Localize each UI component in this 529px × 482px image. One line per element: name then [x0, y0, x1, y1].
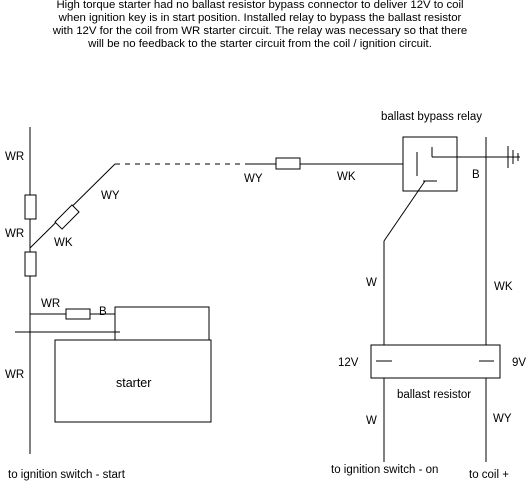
- label-12v: 12V: [338, 357, 359, 369]
- label-wr-to-starter: WR: [41, 298, 60, 310]
- label-ignition-start: to ignition switch - start: [8, 469, 126, 481]
- label-b-relay: B: [472, 169, 480, 181]
- label-ignition-on: to ignition switch - on: [331, 464, 438, 476]
- label-wk-horiz: WK: [337, 171, 356, 183]
- label-b-starter: B: [99, 306, 107, 318]
- label-w-upper: W: [366, 277, 377, 289]
- label-wr-bottom: WR: [5, 369, 24, 381]
- inline-fuse-wk: [54, 204, 80, 230]
- inline-fuse-wy: [275, 157, 301, 170]
- ballast-resistor: [370, 344, 501, 379]
- label-wy-lower: WY: [493, 413, 512, 425]
- relay-w-diagonal: [383, 180, 426, 242]
- ballast-bypass-relay: [402, 136, 458, 192]
- label-relay-title: ballast bypass relay: [381, 111, 482, 123]
- inline-fuse-lower: [24, 251, 37, 277]
- inline-fuse-starter: [65, 308, 91, 320]
- label-coil-positive: to coil +: [469, 469, 509, 481]
- label-wk-right: WK: [494, 281, 513, 293]
- description-line-4: will be no feedback to the starter circu…: [87, 38, 432, 50]
- inline-fuse-upper: [24, 194, 37, 220]
- label-9v: 9V: [512, 357, 526, 369]
- description-text: High torque starter had no ballast resis…: [52, 0, 467, 50]
- label-wy-diag: WY: [101, 190, 120, 202]
- label-wr-top: WR: [5, 151, 24, 163]
- description-line-3: with 12V for the coil from WR starter ci…: [52, 25, 467, 37]
- label-wr-mid: WR: [5, 228, 24, 240]
- description-line-1: High torque starter had no ballast resis…: [56, 0, 463, 11]
- label-wk-diag: WK: [54, 237, 73, 249]
- starter-motor: [54, 339, 212, 423]
- label-wy-horiz: WY: [244, 173, 263, 185]
- description-line-2: when ignition key is in start position. …: [58, 12, 462, 24]
- label-starter: starter: [116, 376, 151, 390]
- label-resistor-title: ballast resistor: [397, 389, 471, 401]
- label-w-lower: W: [366, 415, 377, 427]
